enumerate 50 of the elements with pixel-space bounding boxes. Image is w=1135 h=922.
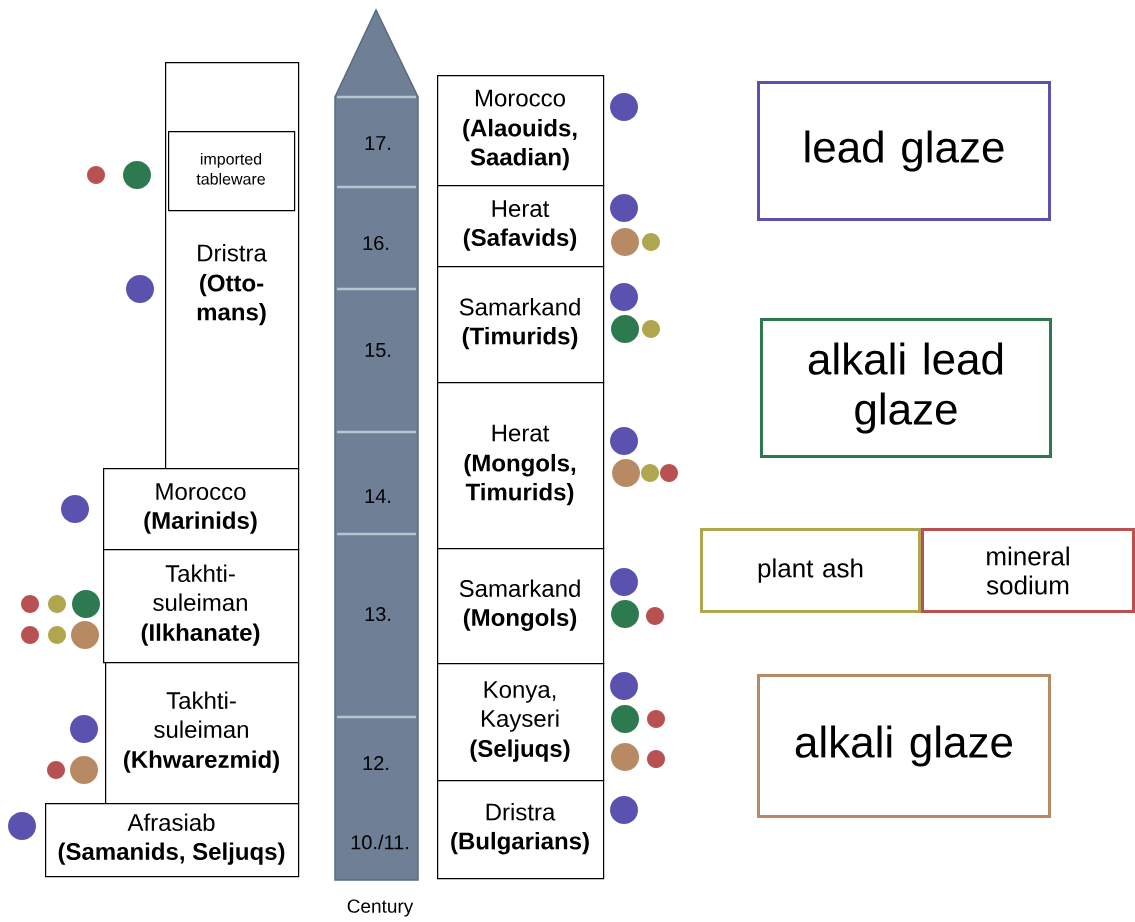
node-label: (Samanids, Seljuqs) xyxy=(58,842,285,865)
node-label: (Khwarezmid) xyxy=(124,750,279,773)
century-label: 12. xyxy=(363,756,389,770)
node-label: (Safavids) xyxy=(463,228,577,251)
century-label: 17. xyxy=(365,136,391,150)
century-label: 15. xyxy=(365,343,391,357)
node-label: Samarkand xyxy=(459,297,580,316)
site-box xyxy=(105,662,300,805)
site-box xyxy=(437,780,605,880)
legend-box: mineral sodium xyxy=(921,528,1135,613)
node-label: (Bulgarians) xyxy=(451,831,589,855)
site-box xyxy=(437,382,605,550)
site-box xyxy=(437,266,605,384)
site-box xyxy=(168,131,296,212)
node-label: (Mongols) xyxy=(463,608,577,631)
axis-title: Century xyxy=(347,899,414,917)
node-label: (Marinids) xyxy=(144,511,257,534)
site-box xyxy=(437,548,605,665)
node-label: (Otto-mans) xyxy=(197,273,266,326)
node-label: imported tableware xyxy=(196,152,265,185)
century-label: 10./11. xyxy=(351,834,408,850)
node-label: Morocco xyxy=(475,89,566,107)
node-label: Afrasiab xyxy=(127,813,215,832)
site-box xyxy=(437,185,605,268)
node-label: (Timurids) xyxy=(462,326,578,350)
node-label: Dristra xyxy=(198,243,267,262)
node-label: (Mongols, Timurids) xyxy=(464,453,576,506)
century-label: 16. xyxy=(363,235,389,251)
node-label: Samarkand xyxy=(459,579,580,598)
node-label: (Seljuqs) xyxy=(470,739,570,762)
node-label: Takhti-suleiman xyxy=(153,564,247,612)
node-label: Morocco xyxy=(156,483,246,501)
site-box xyxy=(45,803,300,878)
node-label: Konya, Kayseri xyxy=(481,681,559,732)
site-box xyxy=(437,75,605,187)
legend-box: lead glaze xyxy=(757,81,1051,221)
site-box xyxy=(103,549,300,664)
node-label: Herat xyxy=(492,200,550,218)
node-label: (Alaouids, Saadian) xyxy=(463,118,577,171)
node-label: Dristra xyxy=(486,802,556,821)
legend-box: alkali lead glaze xyxy=(760,318,1052,458)
node-label: (Ilkhanate) xyxy=(141,623,260,646)
site-box xyxy=(103,468,300,551)
node-label: Takhti-suleiman xyxy=(154,691,248,739)
century-label: 13. xyxy=(365,606,391,622)
site-box xyxy=(437,663,605,782)
node-label: Herat xyxy=(492,424,550,442)
legend-box: plant ash xyxy=(700,528,921,613)
century-label: 14. xyxy=(365,489,391,503)
legend-box: alkali glaze xyxy=(757,674,1051,818)
